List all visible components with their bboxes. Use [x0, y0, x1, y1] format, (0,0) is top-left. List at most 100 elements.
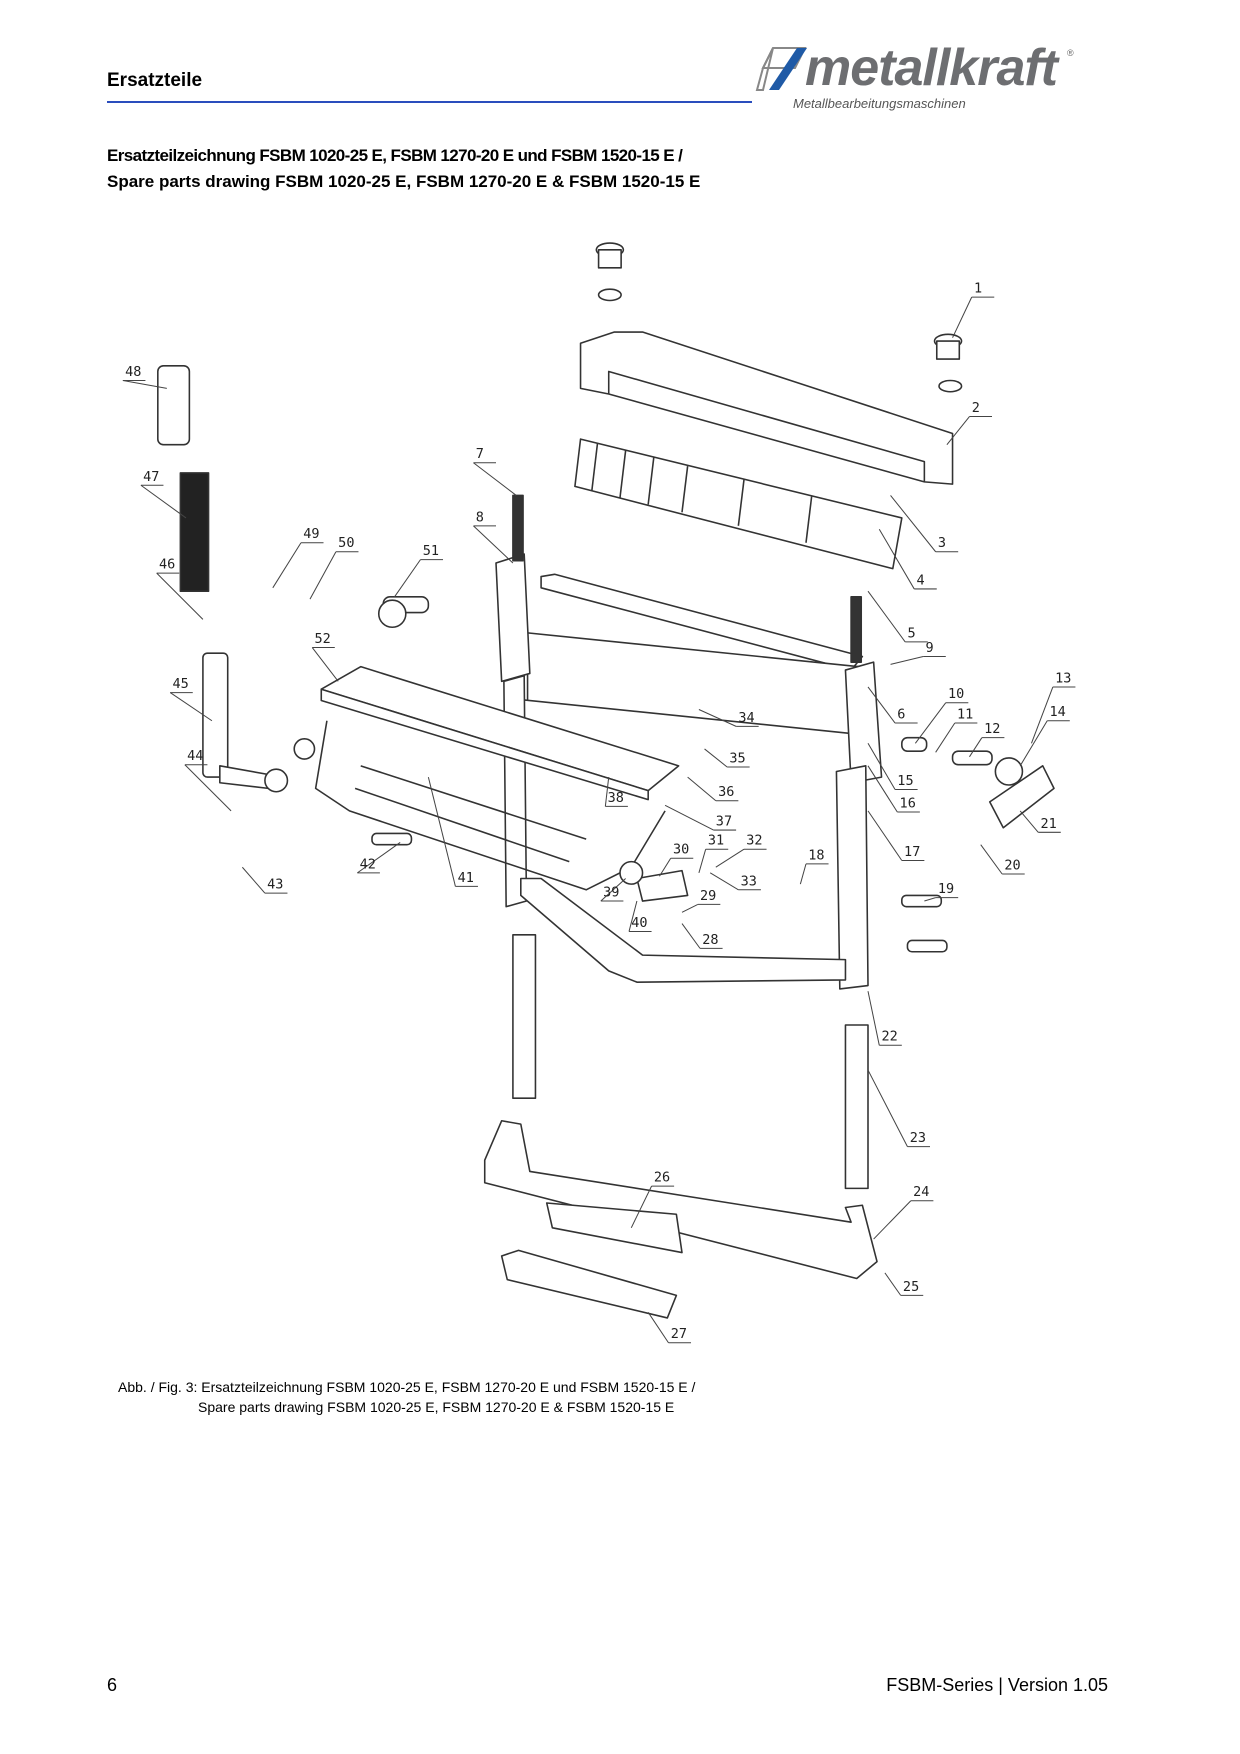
- leader-line: [140, 484, 187, 519]
- leader-line: [473, 462, 517, 496]
- leader-line: [1019, 810, 1039, 833]
- registered-mark: ®: [1067, 48, 1074, 58]
- part-number-label: 8: [476, 509, 484, 525]
- part-callouts: 1234567891011121314151617181920212223242…: [122, 281, 1076, 1344]
- part-number-label: 27: [671, 1326, 687, 1342]
- leader-line: [311, 647, 339, 682]
- leader-line: [1019, 720, 1048, 767]
- part-column-right: [835, 765, 869, 990]
- part-number-label: 26: [654, 1170, 670, 1186]
- part-number-label: 36: [718, 784, 734, 800]
- part-handle: [202, 652, 229, 778]
- part-number-label: 9: [925, 640, 933, 656]
- document-version: FSBM-Series | Version 1.05: [886, 1675, 1108, 1695]
- part-number-label: 43: [267, 877, 283, 893]
- leader-line: [659, 857, 672, 877]
- part-treadle-bar: [483, 1119, 878, 1280]
- title-german: Ersatzteilzeichnung FSBM 1020-25 E, FSBM…: [107, 146, 683, 165]
- part-side-plate-left: [495, 553, 531, 683]
- page-number: 6: [107, 1675, 118, 1695]
- leader-line: [1030, 686, 1054, 744]
- part-bolt: [595, 242, 625, 302]
- leader-line: [914, 702, 947, 744]
- part-leg-left: [512, 934, 537, 1100]
- part-column-left: [503, 674, 528, 908]
- leader-line: [664, 804, 714, 831]
- part-number-label: 23: [910, 1130, 926, 1146]
- leader-line: [867, 686, 896, 724]
- leader-line: [867, 1069, 908, 1147]
- leader-line: [873, 1200, 912, 1240]
- part-number-label: 37: [716, 814, 732, 830]
- part-number-label: 29: [700, 888, 716, 904]
- part-number-label: 50: [338, 535, 354, 551]
- leader-line: [952, 296, 973, 338]
- part-number-label: 34: [738, 710, 754, 726]
- part-lower-frame: [520, 877, 847, 983]
- part-number-label: 46: [159, 557, 175, 573]
- part-number-label: 30: [673, 842, 689, 858]
- leader-line: [715, 848, 745, 868]
- part-number-label: 48: [125, 364, 141, 380]
- leader-line: [681, 903, 699, 913]
- part-spring: [179, 472, 210, 592]
- part-number-label: 12: [984, 721, 1000, 737]
- leader-line: [630, 1185, 653, 1229]
- leader-line: [878, 528, 915, 590]
- part-number-label: 22: [882, 1029, 898, 1045]
- part-clamp-strip: [540, 573, 864, 671]
- part-number-label: 35: [729, 750, 745, 766]
- part-number-label: 6: [897, 707, 905, 723]
- leader-line: [357, 842, 401, 874]
- leader-line: [473, 525, 514, 564]
- spare-parts-drawing: 1234567891011121314151617181920212223242…: [122, 242, 1076, 1344]
- leader-line: [969, 737, 983, 758]
- leader-line: [309, 551, 337, 600]
- leader-line: [799, 863, 807, 885]
- part-number-label: 18: [808, 847, 824, 863]
- leader-line: [709, 872, 739, 891]
- part-number-label: 25: [903, 1279, 919, 1295]
- part-number-label: 33: [741, 873, 757, 889]
- part-number-label: 7: [476, 446, 484, 462]
- part-pedal: [500, 1249, 678, 1319]
- metallkraft-logo: metallkraft ® Metallbearbeitungsmaschine…: [755, 39, 1115, 116]
- leader-line: [628, 900, 638, 932]
- leader-line: [924, 897, 936, 902]
- figure-caption: Abb. / Fig. 3: Ersatzteilzeichnung FSBM …: [118, 1377, 695, 1417]
- part-plate: [636, 869, 689, 902]
- leader-line: [272, 542, 302, 589]
- part-number-label: 44: [187, 748, 203, 764]
- part-upper-beam: [579, 331, 954, 485]
- part-number-label: 14: [1049, 704, 1065, 720]
- leader-line: [867, 810, 903, 861]
- leader-line: [698, 849, 707, 874]
- section-title: Ersatzteile: [107, 70, 203, 91]
- part-number-label: 51: [423, 543, 439, 559]
- part-leg-right: [844, 1024, 869, 1190]
- leader-line: [156, 572, 204, 620]
- part-number-label: 20: [1004, 857, 1020, 873]
- part-number-label: 42: [360, 856, 376, 872]
- part-number-label: 13: [1055, 670, 1071, 686]
- part-number-label: 3: [938, 535, 946, 551]
- leader-line: [241, 866, 266, 894]
- part-number-label: 49: [303, 526, 319, 542]
- leader-line: [704, 748, 728, 768]
- leader-line: [647, 1312, 669, 1344]
- header-divider: [107, 101, 752, 103]
- leader-line: [867, 765, 898, 813]
- part-number-label: 15: [897, 773, 913, 789]
- part-number-label: 52: [315, 631, 331, 647]
- leader-line: [980, 844, 1003, 875]
- page-title: Ersatzteilzeichnung FSBM 1020-25 E, FSBM…: [107, 143, 700, 195]
- part-number-label: 1: [974, 281, 982, 297]
- part-number-label: 24: [913, 1184, 929, 1200]
- leader-line: [604, 777, 610, 807]
- leader-line: [867, 590, 906, 643]
- leader-line: [884, 1272, 902, 1296]
- part-number-label: 17: [904, 844, 920, 860]
- part-bolt-1: [933, 333, 963, 393]
- logo-wordmark: metallkraft: [805, 39, 1058, 97]
- caption-line-1: Abb. / Fig. 3: Ersatzteilzeichnung FSBM …: [118, 1379, 696, 1395]
